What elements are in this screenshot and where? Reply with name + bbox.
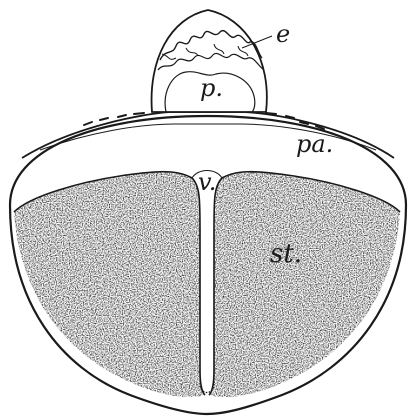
label-v: v.: [198, 168, 216, 196]
label-pa: pa.: [296, 130, 333, 158]
label-p: p.: [200, 74, 223, 102]
right-hemisphere: [209, 172, 400, 397]
label-e: e: [276, 20, 290, 48]
left-hemisphere: [14, 172, 205, 397]
central-groove: [200, 230, 214, 393]
label-st: st.: [270, 239, 302, 269]
